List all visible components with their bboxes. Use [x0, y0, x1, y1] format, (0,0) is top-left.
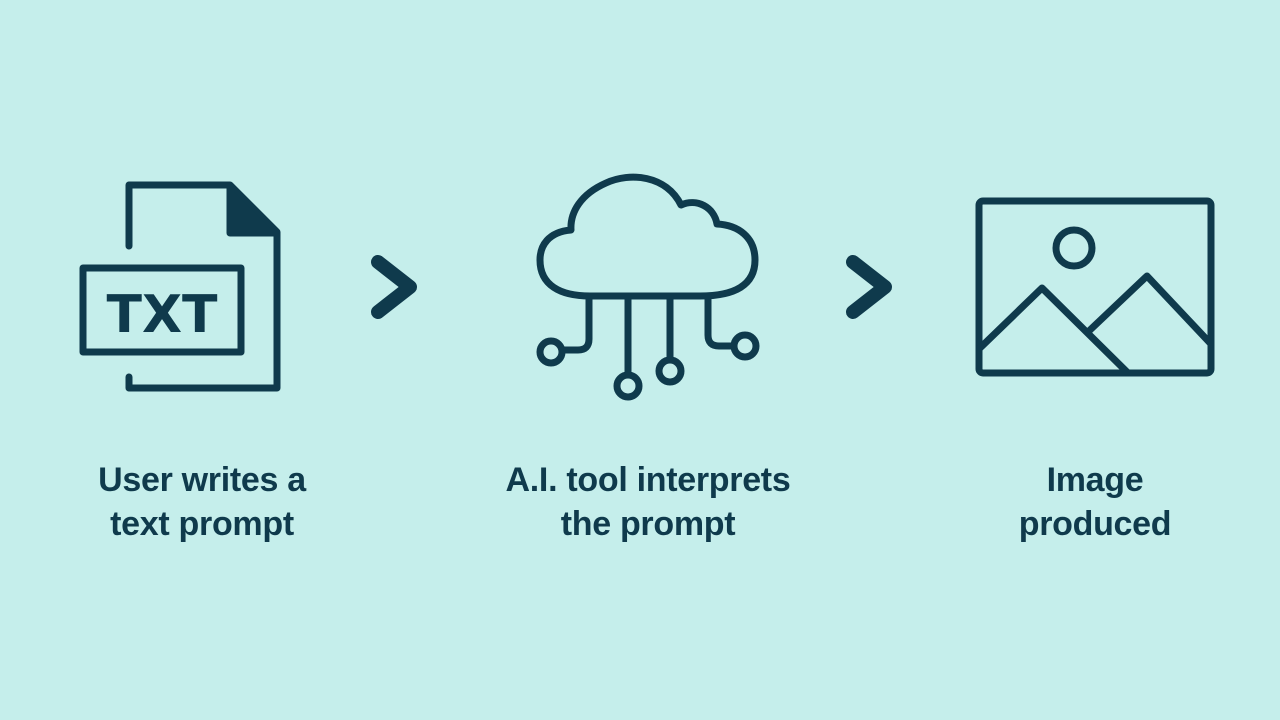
txt-file-icon: TXT [79, 181, 281, 392]
image-landscape-icon [975, 197, 1215, 377]
chevron-right-icon [371, 255, 417, 319]
step-label-image-produced: Image produced [1018, 461, 1172, 543]
step-label-user-writes-prompt: User writes a text prompt [98, 461, 306, 543]
txt-file-label: TXT [106, 285, 218, 345]
ai-cloud-network-icon [536, 173, 760, 401]
chevron-right-icon [846, 255, 892, 319]
step-label-ai-interprets: A.I. tool interprets the prompt [505, 461, 791, 543]
